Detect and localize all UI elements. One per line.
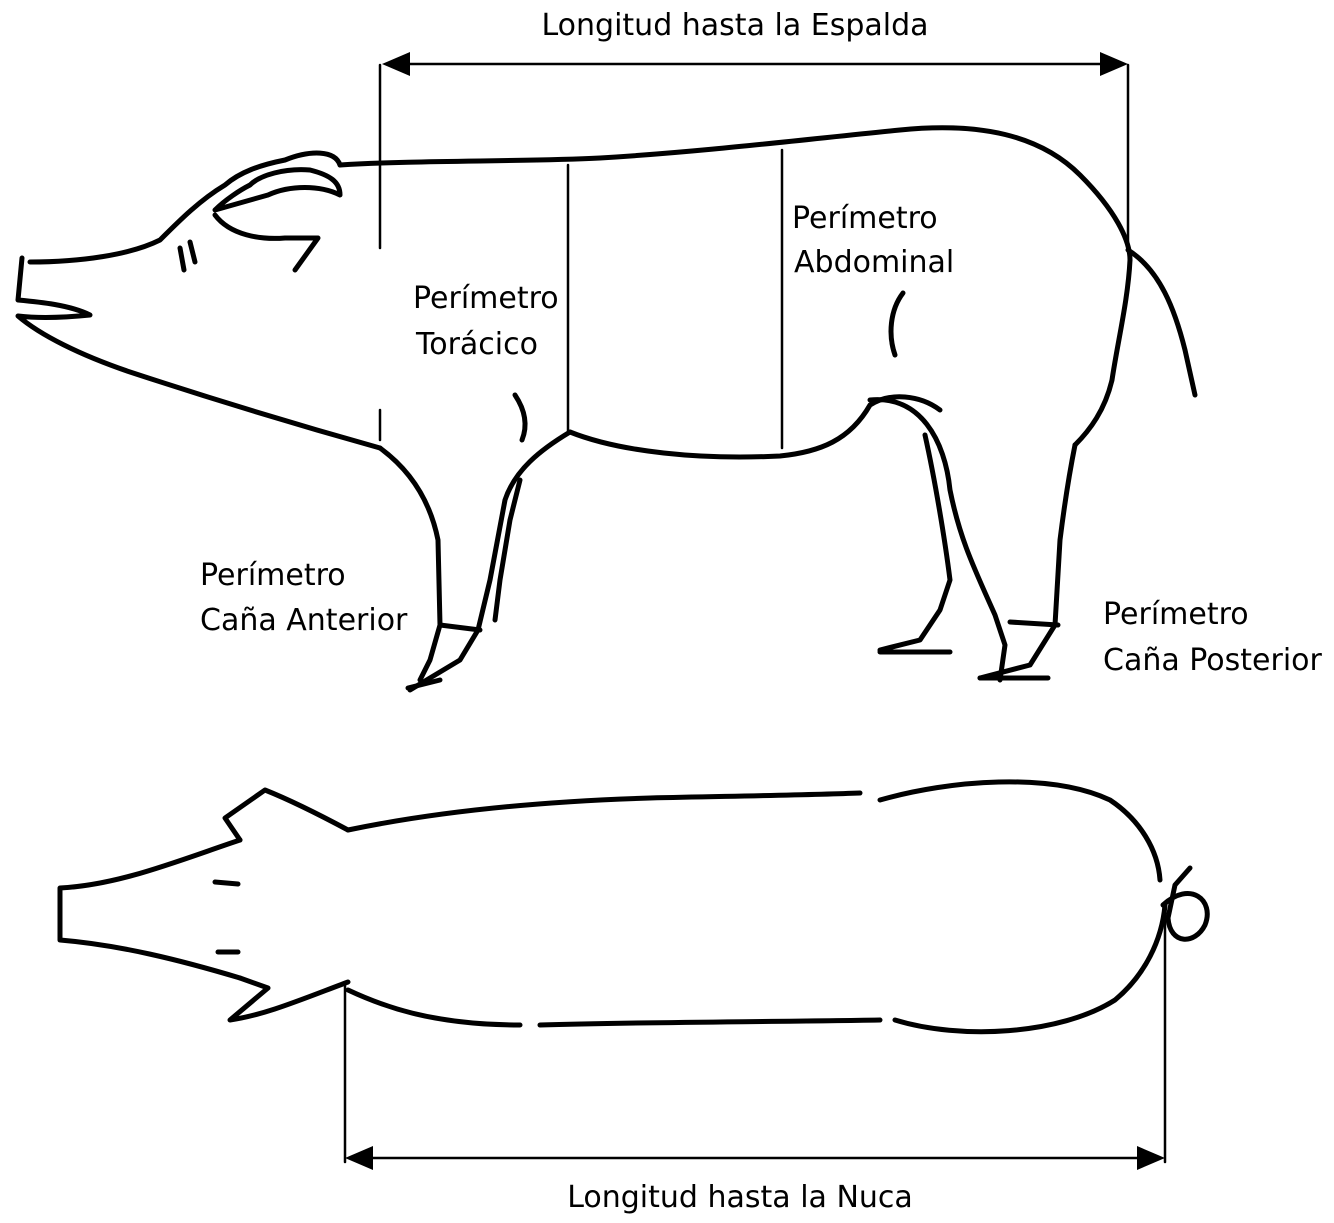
side-snout (18, 258, 380, 448)
label-cana-anterior-1: Perímetro (200, 558, 346, 593)
top-body-lower-rear (895, 905, 1165, 1032)
nuca-arrow-left-head (345, 1146, 373, 1170)
side-rump (1075, 260, 1130, 445)
label-longitud-nuca: Longitud hasta la Nuca (567, 1180, 913, 1215)
top-view-pig (60, 782, 1207, 1162)
side-ear-flap (215, 215, 318, 270)
top-eye-1 (215, 882, 238, 884)
top-ear-upper (225, 790, 348, 840)
side-tail (1128, 250, 1195, 395)
nuca-arrow-right-head (1137, 1146, 1165, 1170)
side-view-pig (18, 65, 1195, 690)
espalda-length-arrow (382, 52, 1128, 76)
label-cana-posterior-1: Perímetro (1103, 597, 1249, 632)
top-tail (1163, 868, 1207, 939)
side-cana-posterior-ring (1010, 622, 1058, 625)
side-front-leg-inner (495, 480, 520, 620)
label-cana-posterior-2: Caña Posterior (1103, 643, 1323, 678)
label-cana-anterior-2: Caña Anterior (200, 603, 408, 638)
side-hind-leg-inner (880, 435, 950, 650)
label-longitud-espalda: Longitud hasta la Espalda (541, 8, 928, 43)
label-perimetro-abdominal-2: Abdominal (794, 245, 954, 280)
top-body-lower (348, 990, 520, 1025)
side-cana-anterior-ring (440, 625, 480, 630)
top-body-upper (348, 793, 860, 830)
nuca-length-arrow (345, 1146, 1165, 1170)
side-back-outline (340, 128, 1130, 260)
espalda-arrow-left-head (382, 52, 410, 76)
side-hind-leg-back (980, 445, 1075, 678)
label-perimetro-toracico-2: Torácico (415, 327, 538, 362)
top-body-upper-rear (880, 782, 1160, 880)
side-front-leg-back (380, 448, 440, 680)
top-ear-lower (230, 978, 348, 1020)
label-perimetro-toracico-1: Perímetro (413, 281, 559, 316)
espalda-arrow-right-head (1100, 52, 1128, 76)
side-eye (180, 242, 195, 270)
top-head (60, 840, 240, 978)
side-shoulder-mark (515, 395, 525, 440)
label-perimetro-abdominal-1: Perímetro (792, 201, 938, 236)
top-body-lower-mid (540, 1020, 880, 1025)
side-belly (570, 397, 940, 457)
side-hind-leg-front (870, 400, 1005, 680)
side-hip-mark (891, 293, 903, 355)
